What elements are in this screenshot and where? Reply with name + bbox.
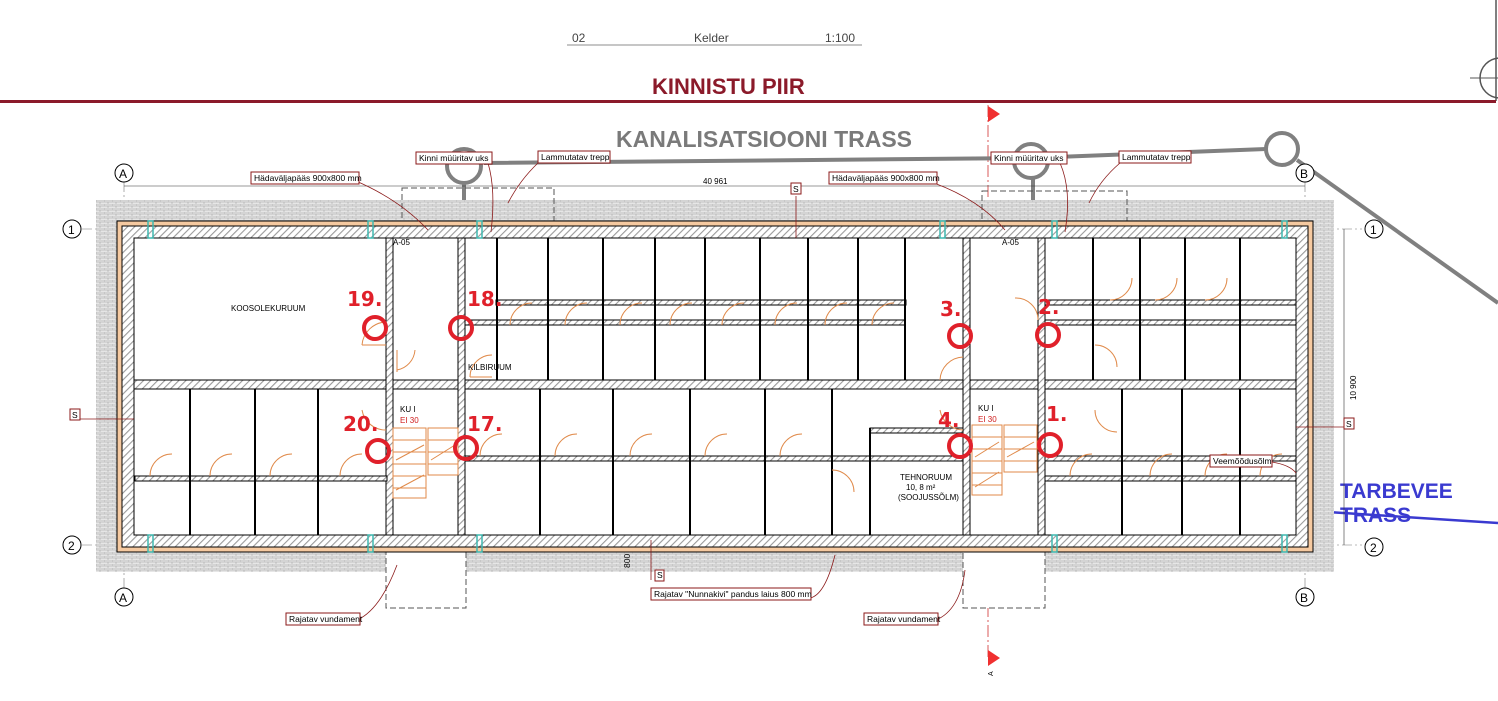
callout-stair-right: Lammutatav trepp — [1088, 150, 1192, 204]
grid-bubble-B-top: B — [1295, 163, 1315, 183]
marker-17: 17. — [453, 412, 502, 461]
svg-text:3.: 3. — [940, 297, 962, 321]
svg-text:20.: 20. — [343, 412, 378, 436]
svg-text:S: S — [793, 184, 799, 194]
grid-bubble-A-top: A — [114, 163, 134, 183]
section-mark: A — [988, 671, 995, 676]
water-route-label-2: TRASS — [1340, 504, 1411, 527]
svg-text:2: 2 — [68, 539, 75, 553]
callout-walled-door-left: Kinni müüritav uks — [415, 151, 494, 233]
north-arrow-icon — [1470, 0, 1498, 101]
svg-text:1: 1 — [1370, 223, 1377, 237]
water-route — [1311, 509, 1498, 525]
marker-2: 2. — [1035, 295, 1061, 348]
marker-20: 20. — [343, 412, 391, 464]
marker-3: 3. — [940, 297, 973, 349]
callout-emergency-exit-left: Hädaväljapääs 900x800 mm — [250, 171, 429, 231]
interior-walls — [133, 237, 1297, 536]
callout-foundation-left: Rajatav vundament — [285, 564, 398, 626]
svg-text:2: 2 — [1370, 541, 1377, 555]
dimension-ramp: 800 — [622, 554, 632, 568]
callout-emergency-exit-right: Hädaväljapääs 900x800 mm — [828, 171, 1006, 231]
svg-text:4.: 4. — [938, 408, 960, 432]
svg-text:Kinni müüritav uks: Kinni müüritav uks — [994, 153, 1063, 163]
dimension-width: 10 900 — [1349, 375, 1358, 400]
fire-class-right: EI 30 — [978, 415, 997, 424]
door-swings — [149, 277, 1283, 493]
room-label-stair-right: KU I — [978, 404, 994, 413]
marker-18: 18. — [448, 287, 502, 341]
svg-text:19.: 19. — [347, 287, 382, 311]
svg-text:1.: 1. — [1046, 402, 1068, 426]
grid-bubble-2-right: 2 — [1364, 537, 1384, 557]
marker-1: 1. — [1037, 402, 1068, 458]
grid-bubble-1-right: 1 — [1364, 219, 1384, 239]
room-partitions — [189, 238, 1241, 535]
foundation-left-area — [385, 550, 467, 609]
callout-ramp: S Rajatav "Nunnakivi" pandus laius 800 m… — [650, 540, 836, 601]
svg-text:S: S — [72, 410, 78, 420]
callout-walled-door-right: Kinni müüritav uks — [990, 151, 1068, 233]
s-tag-top: S — [790, 182, 802, 238]
svg-text:Hädaväljapääs 900x800 mm: Hädaväljapääs 900x800 mm — [832, 173, 940, 183]
svg-text:Lammutatav trepp: Lammutatav trepp — [541, 152, 610, 162]
s-tag-left: S — [69, 408, 134, 421]
sheet-scale: 1:100 — [825, 31, 855, 45]
sheet-number: 02 — [572, 31, 586, 45]
svg-text:Rajatav vundament: Rajatav vundament — [867, 614, 941, 624]
stair-left — [392, 427, 459, 499]
callout-foundation-right: Rajatav vundament — [863, 569, 966, 626]
svg-text:17.: 17. — [467, 412, 502, 436]
callout-stair-left: Lammutatav trepp — [507, 150, 611, 204]
svg-text:Rajatav vundament: Rajatav vundament — [289, 614, 363, 624]
water-route-label-1: TARBEVEE — [1340, 480, 1453, 503]
svg-text:Veemõõdusõlm: Veemõõdusõlm — [1213, 456, 1272, 466]
svg-text:B: B — [1300, 591, 1308, 605]
room-label-tech-area: 10, 8 m² — [906, 483, 936, 492]
svg-text:Rajatav "Nunnakivi" pandus lai: Rajatav "Nunnakivi" pandus laius 800 mm — [654, 589, 812, 599]
svg-text:18.: 18. — [467, 287, 502, 311]
sheet-name: Kelder — [694, 31, 729, 45]
dimension-length: 40 961 — [703, 177, 728, 186]
svg-text:Kinni müüritav uks: Kinni müüritav uks — [419, 153, 488, 163]
windows — [147, 220, 1288, 553]
svg-text:A: A — [119, 591, 127, 605]
grid-bubble-B-bottom: B — [1295, 587, 1315, 607]
svg-text:1: 1 — [68, 223, 75, 237]
stair-right — [971, 424, 1038, 496]
svg-text:2.: 2. — [1038, 295, 1060, 319]
grid-bubble-1-left: 1 — [62, 219, 82, 239]
marker-4: 4. — [938, 408, 973, 459]
room-label-meeting: KOOSOLEKURUUM — [231, 304, 306, 313]
svg-text:S: S — [657, 570, 663, 580]
svg-text:B: B — [1300, 167, 1308, 181]
property-boundary-label: KINNISTU PIIR — [652, 74, 805, 99]
room-label-tech: TEHNORUUM — [900, 473, 952, 482]
door-code-left: A-05 — [393, 238, 410, 247]
svg-text:A: A — [119, 167, 127, 181]
svg-text:S: S — [1346, 419, 1352, 429]
svg-text:Hädaväljapääs 900x800 mm: Hädaväljapääs 900x800 mm — [254, 173, 362, 183]
room-label-stair-left: KU I — [400, 405, 416, 414]
sewer-route-label: KANALISATSIOONI TRASS — [616, 126, 912, 152]
grid-bubble-A-bottom: A — [114, 587, 134, 607]
callout-water-meter: Veemõõdusõlm — [1209, 454, 1297, 474]
room-label-tech-sub: (SOOJUSSÕLM) — [898, 493, 959, 502]
grid-bubble-2-left: 2 — [62, 535, 82, 555]
marker-19: 19. — [347, 287, 388, 341]
svg-text:Lammutatav trepp: Lammutatav trepp — [1122, 152, 1191, 162]
room-label-switch: KILBIRUUM — [468, 363, 512, 372]
s-tag-right: S — [1296, 417, 1355, 430]
foundation-right-area — [962, 550, 1046, 609]
fire-class-left: EI 30 — [400, 416, 419, 425]
door-code-right: A-05 — [1002, 238, 1019, 247]
